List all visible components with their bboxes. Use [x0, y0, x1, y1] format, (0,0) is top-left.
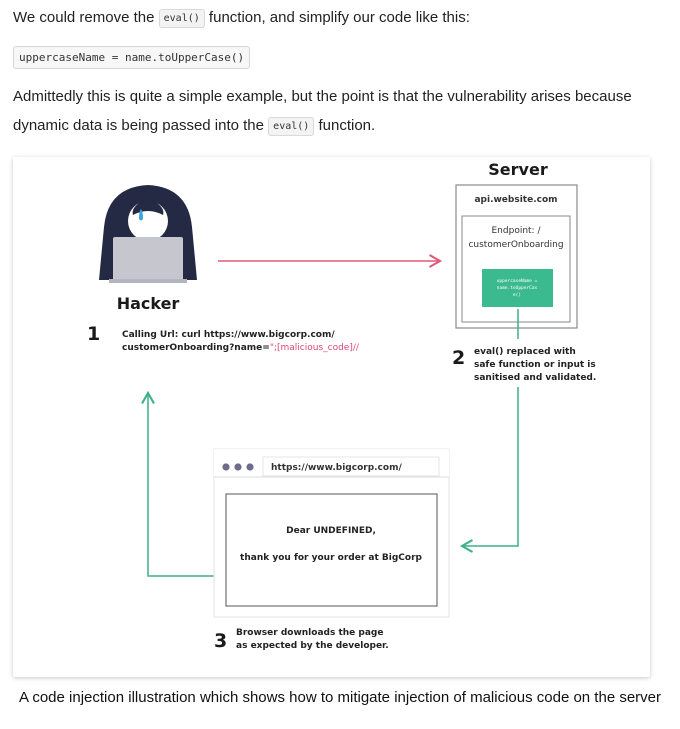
browser-dot-icon: [246, 463, 254, 471]
intro-text-before: We could remove the: [13, 9, 159, 26]
intro-paragraph: We could remove the eval() function, and…: [13, 1, 470, 36]
server-title: Server: [488, 160, 548, 179]
diagram-figure: Hacker 1 Calling Url: curl https://www.b…: [13, 157, 650, 677]
browser-dot-icon: [234, 463, 242, 471]
endpoint-line2: customerOnboarding: [468, 240, 563, 250]
server-code-line2: name.toUpperCas: [497, 285, 538, 291]
explanation-text-after: function.: [314, 117, 376, 134]
server-code-line3: e(): [513, 292, 521, 298]
step2-line3: sanitised and validated.: [474, 373, 596, 383]
step1-line2-plain: customerOnboarding?name=: [122, 343, 270, 353]
step1-number: 1: [87, 323, 100, 345]
browser-greeting: Dear UNDEFINED,: [286, 526, 376, 536]
step3-line1: Browser downloads the page: [236, 628, 383, 638]
step2-number: 2: [452, 347, 465, 369]
hacker-label: Hacker: [117, 294, 180, 313]
server-code-box: [482, 269, 553, 307]
step2-line1: eval() replaced with: [474, 347, 576, 357]
diagram-svg: Hacker 1 Calling Url: curl https://www.b…: [87, 160, 596, 652]
step2-line2: safe function or input is: [474, 360, 596, 370]
hacker-icon: [99, 185, 197, 283]
step1-malicious-code: ";[malicious_code]//: [270, 343, 360, 353]
safe-arrow-to-browser: [459, 387, 519, 553]
step1-line1: Calling Url: curl https://www.bigcorp.co…: [122, 330, 335, 340]
server-code-line1: uppercaseName =: [497, 278, 538, 284]
intro-text-after: function, and simplify our code like thi…: [204, 9, 470, 26]
browser-message: thank you for your order at BigCorp: [240, 553, 422, 563]
explanation-text-before: dynamic data is being passed into the: [13, 117, 269, 134]
server-host: api.website.com: [474, 195, 557, 205]
step3-number: 3: [214, 630, 227, 652]
browser-url: https://www.bigcorp.com/: [271, 463, 402, 473]
explanation-line-2: dynamic data is being passed into the ev…: [13, 109, 375, 144]
figure-caption: A code injection illustration which show…: [19, 689, 661, 706]
endpoint-line1: Endpoint: /: [492, 226, 542, 236]
step1-line2: customerOnboarding?name=";[malicious_cod…: [122, 343, 360, 353]
browser-content: [225, 493, 438, 607]
inline-code-eval: eval(): [158, 9, 205, 28]
code-block: uppercaseName = name.toUpperCase(): [13, 46, 251, 69]
browser-dot-icon: [222, 463, 230, 471]
browser-window: https://www.bigcorp.com/ Dear UNDEFINED,…: [213, 448, 450, 618]
explanation-line-1: Admittedly this is quite a simple exampl…: [13, 88, 632, 105]
step3-line2: as expected by the developer.: [236, 641, 389, 651]
inline-code-eval-2: eval(): [268, 117, 315, 136]
